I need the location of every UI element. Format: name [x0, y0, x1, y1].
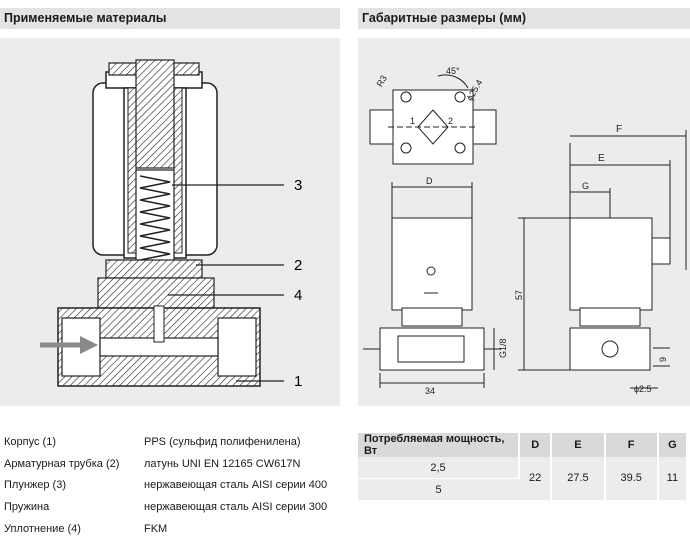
valve-body — [57, 259, 261, 387]
g-label: G — [582, 181, 589, 191]
f-column-header: F — [604, 433, 659, 457]
port2-label: 2 — [448, 116, 453, 126]
f-value: 39.5 — [604, 457, 659, 501]
materials-row: Корпус (1) PPS (сульфид полифенилена) — [4, 432, 344, 454]
g18-label: G1/8 — [498, 338, 508, 358]
callout-1: 1 — [294, 373, 302, 390]
table-row: 5 — [358, 478, 686, 500]
r3-label: R3 — [375, 73, 389, 88]
power-cell: 5 — [358, 478, 519, 500]
materials-row: Арматурная трубка (2) латунь UNI EN 12165… — [4, 454, 344, 476]
power-cell: 2,5 — [358, 457, 520, 479]
dimensions-header: Габаритные размеры (мм) — [358, 8, 690, 29]
part-material: нержавеющая сталь AISI серии 300 — [144, 501, 328, 514]
e-label: E — [598, 153, 605, 164]
dimension-drawing-panel: R3 45° ϕ25.4 1 2 D 34 G1/8 — [358, 38, 690, 406]
part-name: Арматурная трубка (2) — [4, 457, 120, 470]
port1-label: 1 — [410, 116, 415, 126]
front-view — [363, 182, 501, 388]
top-view — [369, 74, 497, 165]
d-label: D — [426, 176, 433, 186]
materials-header: Применяемые материалы — [0, 8, 340, 29]
leader-lines — [168, 184, 284, 382]
part-material: FKM — [144, 522, 168, 535]
d-column-header: D — [519, 433, 553, 457]
part-name: Уплотнение (4) — [4, 522, 81, 535]
part-material: нержавеющая сталь AISI серии 400 — [144, 479, 328, 492]
flow-arrow-icon — [40, 336, 98, 354]
e-value: 27.5 — [551, 457, 606, 501]
part-material: латунь UNI EN 12165 CW617N — [144, 457, 301, 470]
dim9-label: 9 — [658, 357, 668, 362]
dimension-drawing: R3 45° ϕ25.4 1 2 D 34 G1/8 — [363, 66, 687, 396]
materials-list: Корпус (1) PPS (сульфид полифенилена) Арм… — [4, 432, 344, 540]
part-name: Пружина — [4, 501, 50, 514]
dim34-label: 34 — [425, 386, 435, 396]
part-material: PPS (сульфид полифенилена) — [144, 436, 301, 448]
f-label: F — [616, 124, 622, 135]
materials-row: Уплотнение (4) FKM — [4, 519, 344, 541]
callout-3: 3 — [294, 177, 302, 194]
valve-section-drawing: 3 2 4 1 — [40, 59, 302, 390]
dim57-label: 57 — [514, 290, 524, 300]
angle-label: 45° — [446, 66, 460, 76]
d-value: 22 — [519, 457, 553, 501]
armature-tube — [123, 59, 187, 287]
callout-2: 2 — [294, 257, 302, 274]
part-name: Плунжер (3) — [4, 479, 66, 492]
part-name: Корпус (1) — [4, 436, 56, 448]
g-value: 11 — [657, 457, 686, 501]
dimensions-table: Потребляемая мощность, Вт D E F G 2,5 22… — [358, 433, 686, 501]
table-row: 2,5 22 27.5 39.5 11 — [358, 457, 686, 501]
callout-4: 4 — [294, 287, 302, 304]
e-column-header: E — [551, 433, 606, 457]
materials-row: Плунжер (3) нержавеющая сталь AISI серии … — [4, 475, 344, 497]
sectional-view-panel: 3 2 4 1 — [0, 38, 340, 406]
side-view — [518, 130, 687, 389]
phi25-label: ϕ2.5 — [634, 384, 652, 394]
materials-row: Пружина нержавеющая сталь AISI серии 300 — [4, 497, 344, 519]
power-column-header: Потребляемая мощность, Вт — [358, 433, 520, 457]
g-column-header: G — [657, 433, 686, 457]
